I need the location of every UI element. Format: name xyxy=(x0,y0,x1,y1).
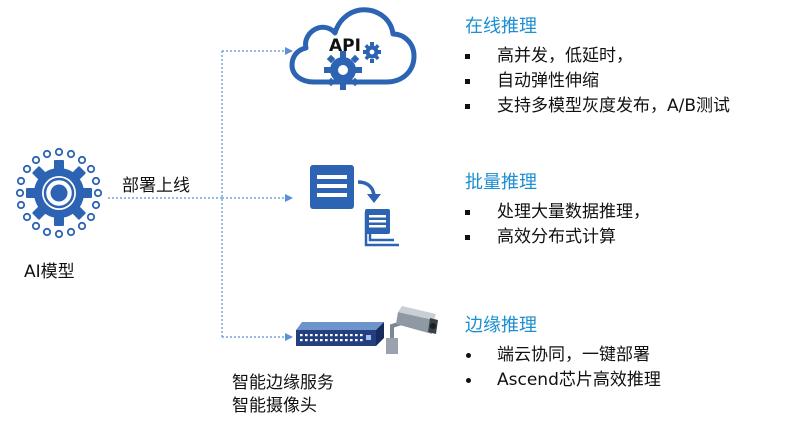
list-item: 高效分布式计算 xyxy=(463,225,650,250)
online-inference-list: 高并发，低延时， 自动弹性伸缩 支持多模型灰度发布，A/B测试 xyxy=(463,44,730,119)
model-label: AI模型 xyxy=(24,262,75,282)
edge-server-label: 智能边缘服务 xyxy=(232,373,334,393)
list-item: 端云协同，一键部署 xyxy=(463,343,661,368)
document-transfer-icon xyxy=(310,165,399,247)
batch-inference-title: 批量推理 xyxy=(465,172,537,193)
edge-inference-list: 端云协同，一键部署 Ascend芯片高效推理 xyxy=(463,343,661,393)
online-inference-title: 在线推理 xyxy=(465,16,537,37)
batch-inference-list: 处理大量数据推理， 高效分布式计算 xyxy=(463,200,650,250)
edge-camera-label: 智能摄像头 xyxy=(232,396,317,416)
edge-inference-title: 边缘推理 xyxy=(465,315,537,336)
deploy-label: 部署上线 xyxy=(122,176,190,196)
gear-circle-icon xyxy=(15,147,103,239)
cloud-gear-icon xyxy=(289,7,417,90)
list-item: 自动弹性伸缩 xyxy=(463,69,730,94)
security-camera-icon xyxy=(386,306,438,354)
list-item: 支持多模型灰度发布，A/B测试 xyxy=(463,94,730,119)
list-item: Ascend芯片高效推理 xyxy=(463,368,661,393)
network-switch-icon xyxy=(296,322,384,346)
connector-lines xyxy=(108,47,293,341)
list-item: 处理大量数据推理， xyxy=(463,200,650,225)
list-item: 高并发，低延时， xyxy=(463,44,730,69)
api-icon-text: API xyxy=(329,36,361,56)
